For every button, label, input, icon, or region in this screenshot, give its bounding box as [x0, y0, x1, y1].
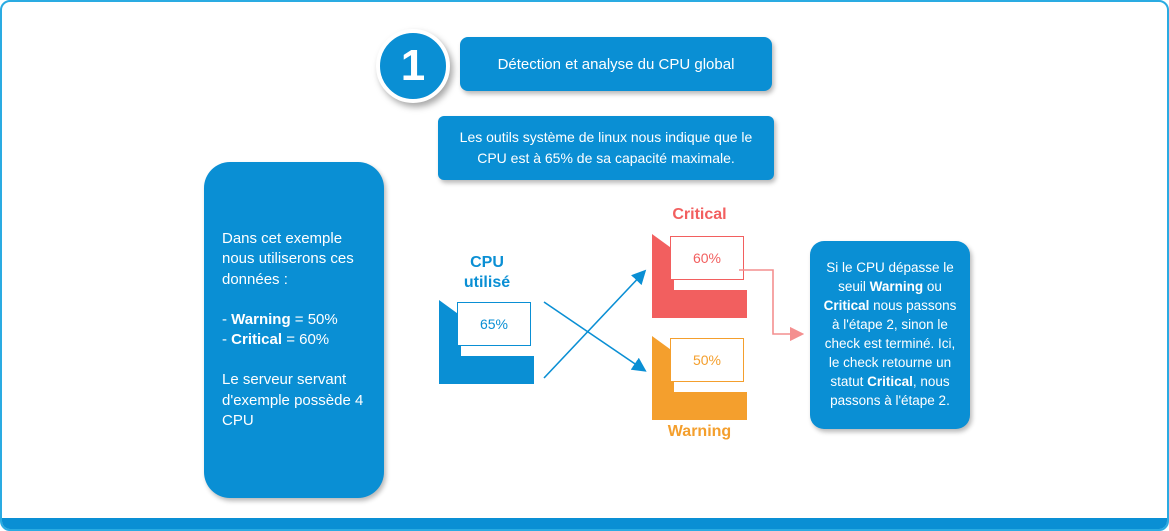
step-number: 1 — [400, 41, 426, 90]
cpu-used-value: 65% — [457, 302, 531, 346]
example-intro: Dans cet exemple nous utiliserons ces do… — [222, 230, 354, 288]
critical-label: Critical — [672, 206, 727, 223]
step-number-badge: 1 — [376, 29, 450, 103]
flow-arrows — [543, 269, 805, 379]
result-explanation-text: Si le CPU dépasse le seuil Warning ou Cr… — [823, 260, 957, 408]
bottom-accent-bar — [2, 518, 1167, 529]
example-outro: Le serveur servant d'exemple possède 4 C… — [222, 371, 364, 429]
critical-threshold-value: 60% — [670, 236, 744, 280]
critical-node-shape-icon — [652, 234, 747, 318]
warning-threshold-line: - Warning = 50% — [222, 310, 338, 328]
warning-node-shape-icon — [652, 336, 747, 420]
branch-arrow-to-warning — [543, 301, 647, 372]
example-data-panel: Dans cet exemple nous utiliserons ces do… — [204, 162, 384, 498]
critical-result-arrow — [739, 269, 805, 342]
description-text: Les outils système de linux nous indique… — [459, 129, 753, 166]
warning-threshold-value: 50% — [670, 338, 744, 382]
cpu-node-shape-icon — [439, 300, 534, 384]
cpu-used-label: CPU utilisé — [463, 254, 511, 291]
branch-arrow-to-critical — [543, 269, 647, 379]
critical-node: 60% — [652, 234, 747, 318]
step-title: Détection et analyse du CPU global — [497, 55, 735, 73]
step-title-box: Détection et analyse du CPU global — [460, 37, 772, 91]
warning-label: Warning — [667, 423, 732, 440]
critical-threshold-line: - Critical = 60% — [222, 331, 330, 348]
result-explanation-box: Si le CPU dépasse le seuil Warning ou Cr… — [810, 241, 970, 429]
cpu-used-node: 65% — [439, 300, 534, 384]
warning-node: 50% — [652, 336, 747, 420]
description-box: Les outils système de linux nous indique… — [438, 116, 774, 180]
